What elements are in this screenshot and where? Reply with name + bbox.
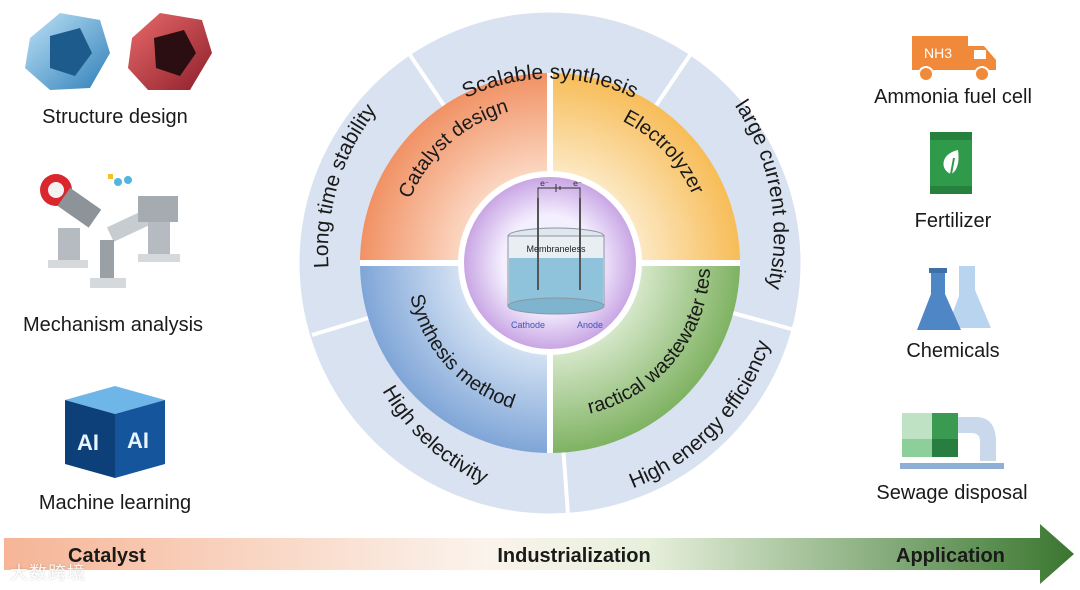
sewage-pipe-icon: [896, 405, 1008, 475]
ammonia-fuel-cell-label: Ammonia fuel cell: [874, 86, 1032, 108]
machine-learning-label: Machine learning: [38, 492, 192, 514]
cathode-label: Cathode: [511, 320, 545, 330]
chemicals-flask-icon: [915, 262, 995, 334]
progress-arrow: Catalyst Industrialization Application: [4, 524, 1074, 584]
mechanism-analysis-icon: [38, 168, 198, 308]
truck-icon: NH3: [910, 32, 1000, 84]
ai-text-right: AI: [127, 428, 149, 453]
arrow-label-application: Application: [896, 545, 1005, 567]
research-wheel: Scalable synthesis large current density…: [290, 0, 804, 517]
electron-left: e⁻: [540, 179, 549, 188]
structure-design-icon: [20, 8, 220, 98]
arrow-label-industrialization: Industrialization: [497, 545, 650, 567]
sewage-disposal-label: Sewage disposal: [876, 482, 1028, 504]
anode-label: Anode: [577, 320, 603, 330]
fertilizer-bag-icon: [928, 130, 974, 196]
machine-learning-icon: AI AI: [55, 382, 175, 482]
electron-right: e⁻: [573, 179, 582, 188]
membraneless-label: Membraneless: [526, 244, 586, 254]
chemicals-label: Chemicals: [906, 340, 1000, 362]
truck-nh3-label: NH3: [924, 45, 952, 61]
fertilizer-label: Fertilizer: [914, 210, 992, 232]
arrow-label-catalyst: Catalyst: [68, 545, 146, 567]
mechanism-analysis-label: Mechanism analysis: [22, 314, 204, 336]
ai-text-left: AI: [77, 430, 99, 455]
structure-design-label: Structure design: [42, 106, 188, 128]
watermark: 大数跨境: [10, 563, 86, 584]
membraneless-cell-icon: e⁻ e⁻ Membraneless Cathode Anode: [507, 179, 605, 330]
